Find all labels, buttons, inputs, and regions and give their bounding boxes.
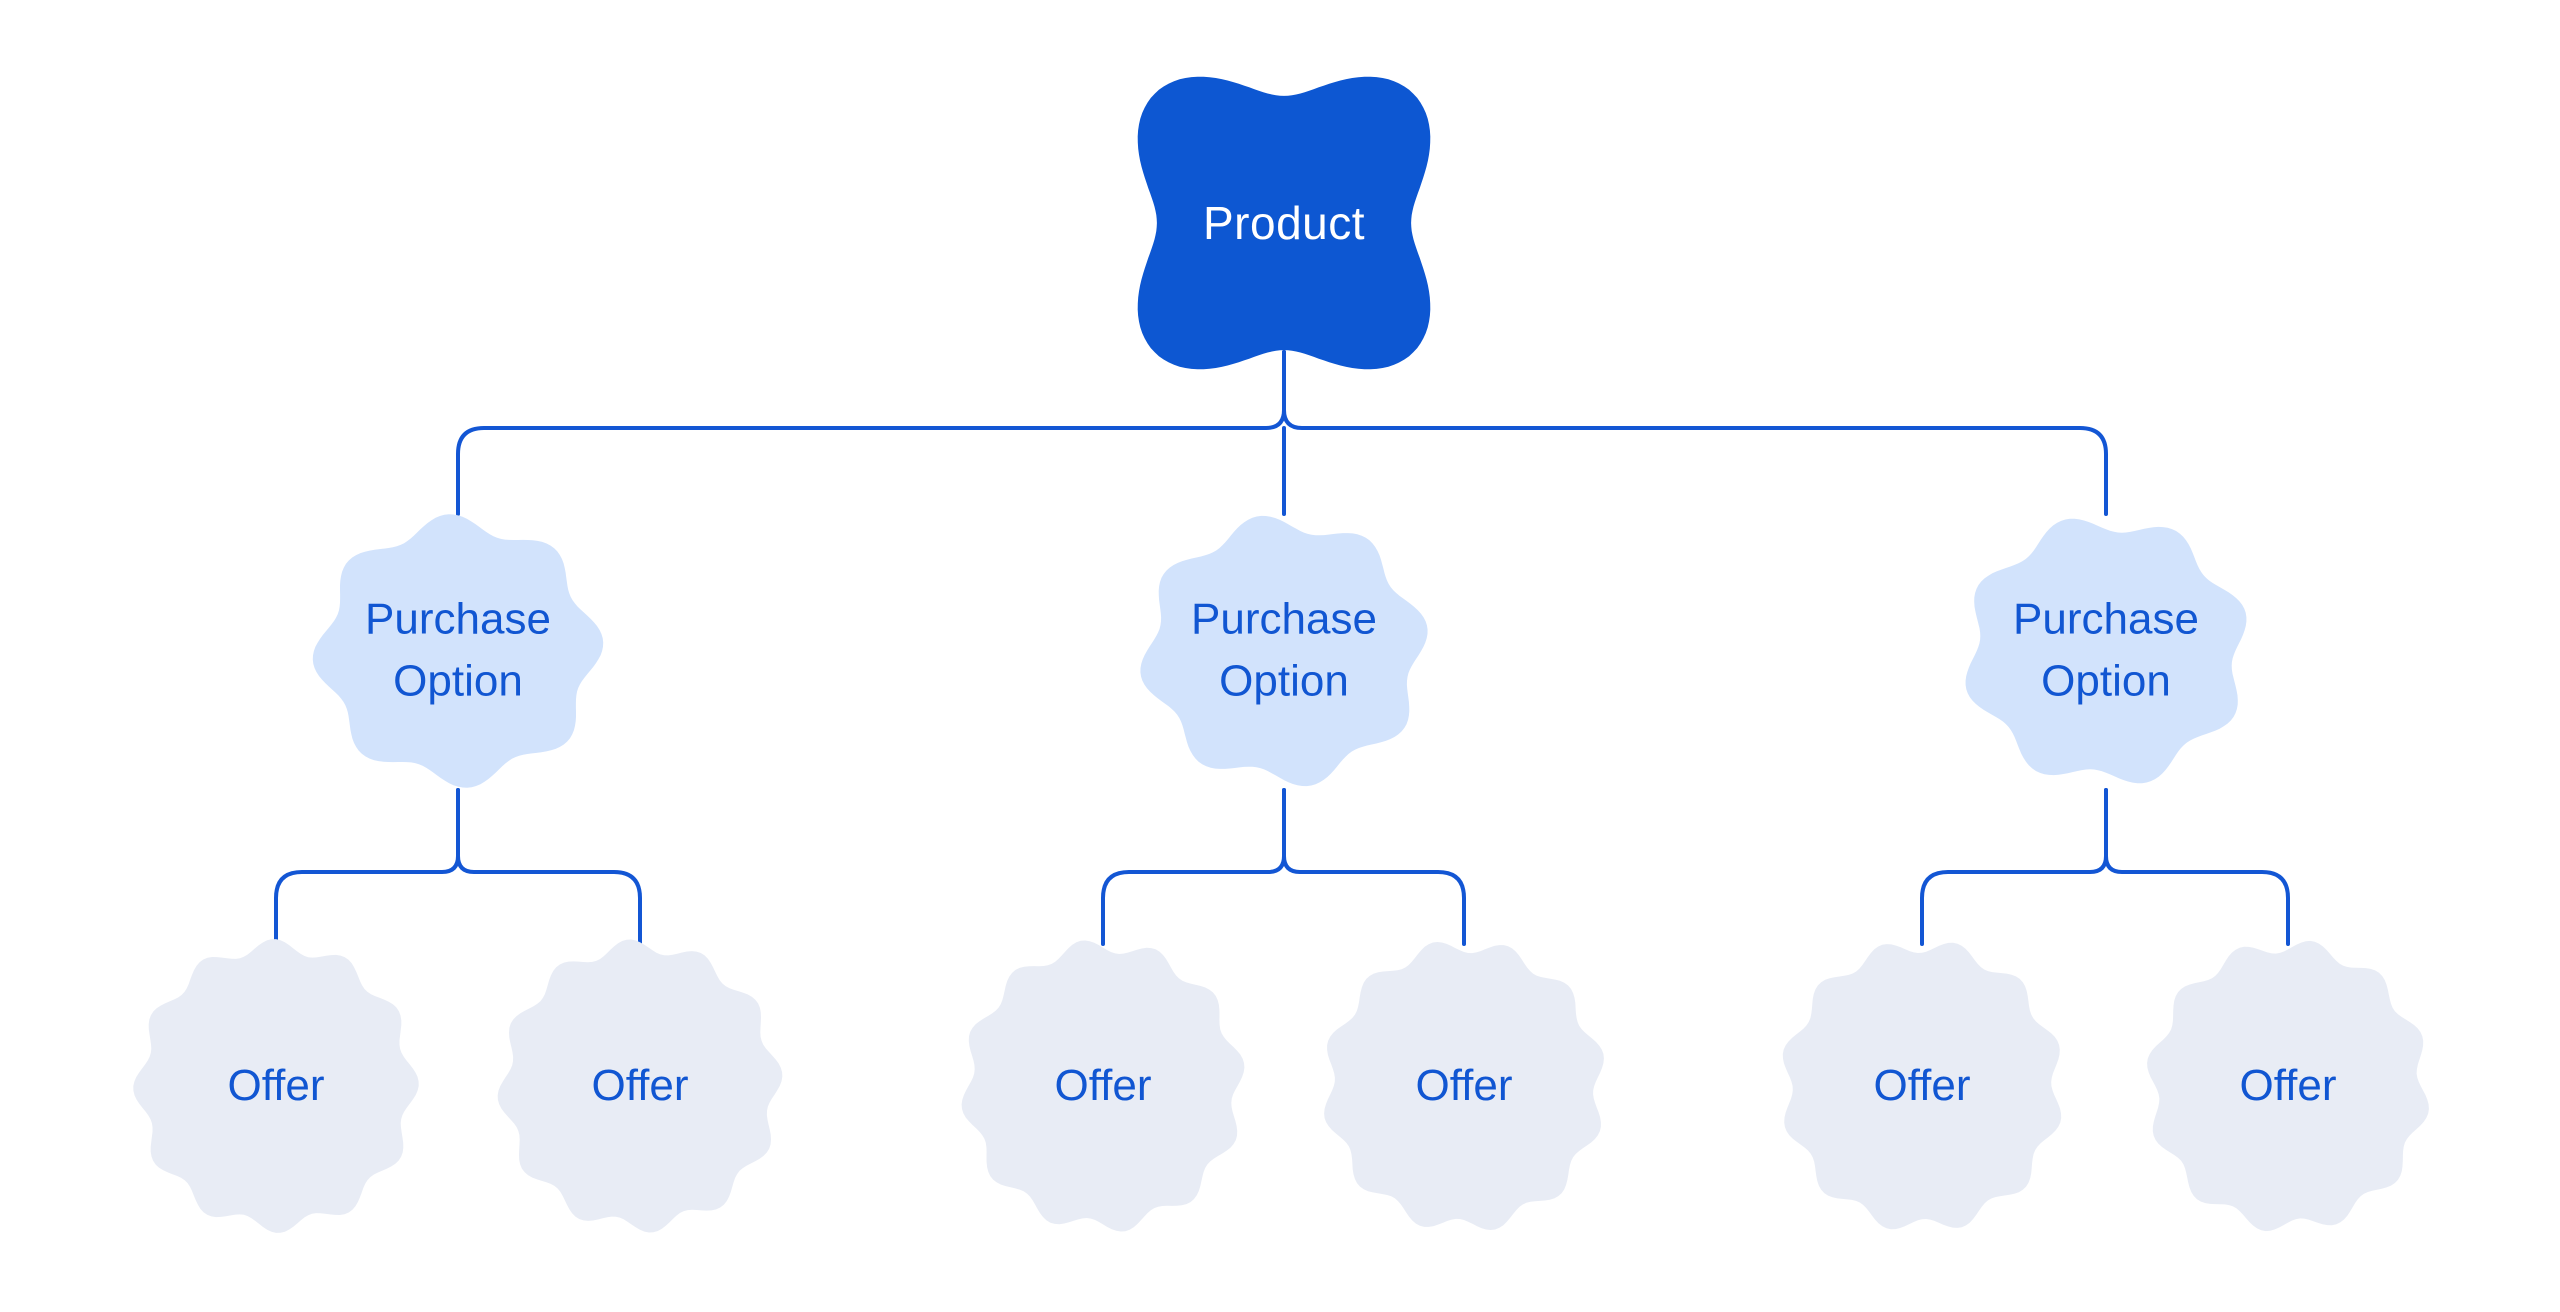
offer-3-2-node-shape (2147, 940, 2429, 1232)
offer-1-1-node-label: Offer (227, 1061, 325, 1110)
offer-3-1-node-label: Offer (1873, 1061, 1971, 1110)
connector-purchase-option-3-to-offer-left (1920, 788, 2108, 946)
offer-2-1-node-label: Offer (1054, 1061, 1152, 1110)
offer-1-2-node-shape (497, 939, 783, 1233)
offer-3-1-node-shape (1782, 942, 2062, 1230)
offer-2-2-node-label: Offer (1415, 1061, 1513, 1110)
connector-purchase-option-1-to-offer-right (456, 788, 642, 946)
purchase-option-2-node-label: Purchase Option (1191, 594, 1377, 706)
connector-purchase-option-2-to-offer-left (1101, 788, 1286, 946)
purchase-option-2-node-shape (1140, 515, 1428, 787)
connector-product-to-purchase-option-3 (1282, 350, 2108, 516)
offer-1-2-node-label: Offer (591, 1061, 689, 1110)
purchase-option-3-node-label: Purchase Option (2013, 594, 2199, 706)
connector-purchase-option-3-to-offer-right (2104, 788, 2290, 946)
purchase-option-1-node-shape (312, 514, 604, 788)
purchase-option-3-node-shape (1965, 518, 2247, 784)
offer-2-1-node-shape (961, 940, 1245, 1232)
product-node-label: Product (1202, 197, 1366, 249)
connector-purchase-option-2-to-offer-right (1282, 788, 1466, 946)
connector-product-to-purchase-option-1 (456, 350, 1286, 516)
offer-3-2-node-label: Offer (2239, 1061, 2337, 1110)
offer-1-1-node-shape (133, 939, 419, 1233)
connector-purchase-option-1-to-offer-left (274, 788, 460, 946)
purchase-option-1-node-label: Purchase Option (365, 594, 551, 706)
offer-2-2-node-shape (1324, 942, 1604, 1230)
product-node-shape (1137, 76, 1431, 370)
